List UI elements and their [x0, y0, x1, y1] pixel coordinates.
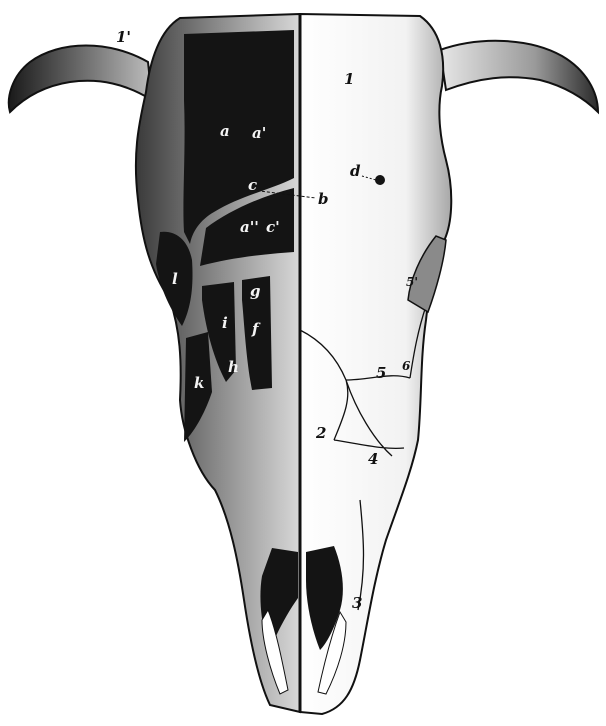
supraorbital-foramen [375, 175, 385, 185]
label-sinus-g: g [250, 282, 261, 300]
label-lacrimal: 5 [376, 364, 386, 382]
label-septum-b: b [318, 190, 329, 208]
label-foramen-d: d [350, 162, 361, 180]
label-sinus-c-prime: c' [266, 218, 280, 236]
label-zygomatic: 6 [402, 359, 411, 373]
label-sinus-a-prime: a' [252, 124, 266, 142]
label-sinus-a-double: a'' [240, 218, 259, 236]
label-horn: 1' [116, 28, 131, 46]
label-sinus-i: i [222, 314, 228, 332]
label-lacrimal-upper: 5' [406, 275, 418, 289]
label-sinus-l: l [172, 270, 178, 288]
label-maxilla: 4 [368, 450, 378, 468]
label-sinus-a: a [220, 122, 230, 140]
right-horn [440, 41, 598, 112]
label-sinus-c: c [248, 176, 257, 194]
label-nasal: 2 [315, 424, 326, 442]
label-sinus-h: h [228, 358, 239, 376]
left-horn [9, 46, 152, 113]
label-sinus-k: k [194, 374, 204, 392]
label-frontal: 1 [344, 70, 354, 88]
label-premaxilla: 3 [352, 594, 362, 612]
